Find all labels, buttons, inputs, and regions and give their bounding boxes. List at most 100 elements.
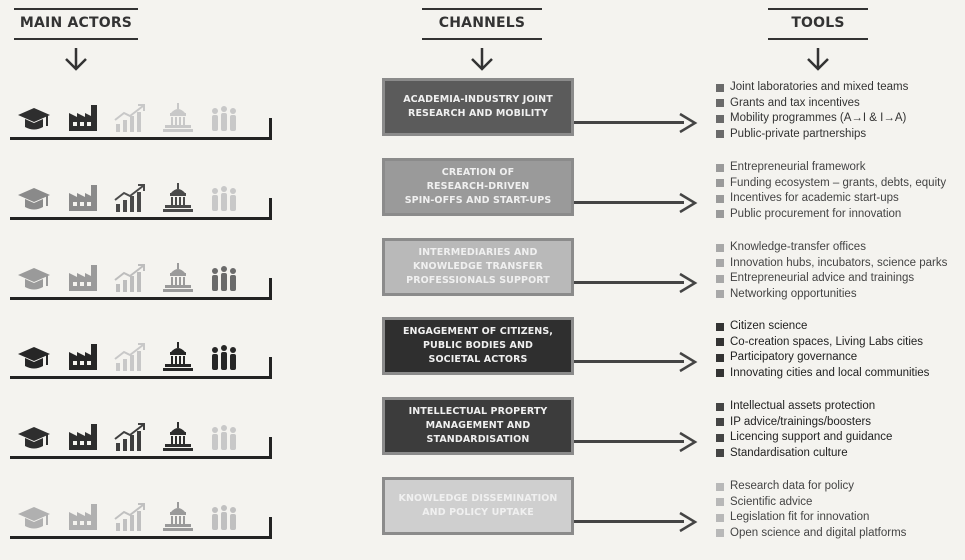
arrow-down-icon (471, 48, 493, 71)
bullet-square-icon (716, 402, 724, 411)
tool-item: Incentives for academic start-ups (716, 191, 965, 207)
actors-baseline (10, 137, 272, 140)
actors-baseline (10, 376, 272, 379)
tool-item: Research data for policy (716, 479, 965, 495)
tool-item: Open science and digital platforms (716, 526, 965, 542)
tool-item: Citizen science (716, 319, 965, 335)
citizens-icon (206, 501, 242, 533)
factory-icon (66, 102, 102, 134)
tool-label: Licencing support and guidance (730, 431, 893, 443)
channels-title: CHANNELS (438, 15, 526, 31)
graduation-cap-icon (16, 102, 52, 134)
bullet-square-icon (716, 449, 724, 458)
actors-baseline (10, 456, 272, 459)
tool-item: Entrepreneurial advice and trainings (716, 271, 965, 287)
tool-label: Knowledge-transfer offices (730, 241, 866, 253)
actors-group (10, 419, 272, 459)
government-building-icon (160, 341, 196, 373)
bullet-square-icon (716, 290, 724, 299)
tool-label: Entrepreneurial framework (730, 161, 866, 173)
bullet-square-icon (716, 163, 724, 172)
arrow-down-icon (807, 48, 829, 71)
tool-item: Knowledge-transfer offices (716, 240, 965, 256)
tool-label: Public-private partnerships (730, 127, 867, 140)
channel-row: INTERMEDIARIES AND KNOWLEDGE TRANSFER PR… (0, 232, 965, 310)
citizens-icon (206, 421, 242, 453)
tool-label: Incentives for academic start-ups (730, 192, 899, 204)
connector-stub (269, 118, 272, 140)
bullet-square-icon (716, 130, 724, 139)
growth-chart-icon (112, 182, 148, 214)
bullet-square-icon (716, 353, 724, 362)
connector-stub (269, 437, 272, 459)
tool-item: Innovating cities and local communities (716, 366, 965, 382)
actors-baseline (10, 536, 272, 539)
government-building-icon (160, 102, 196, 134)
tool-item: Mobility programmes (A→I & I→A) (716, 111, 965, 127)
tool-label: Innovation hubs, incubators, science par… (730, 256, 948, 269)
citizens-icon (206, 262, 242, 294)
tool-label: Citizen science (730, 320, 808, 332)
graduation-cap-icon (16, 341, 52, 373)
tool-label: Grants and tax incentives (730, 96, 860, 109)
tool-label: Entrepreneurial advice and trainings (730, 272, 915, 284)
bullet-square-icon (716, 482, 724, 491)
connector-stub (269, 517, 272, 539)
factory-icon (66, 501, 102, 533)
arrow-right-icon (676, 351, 698, 373)
arrow-right-icon (676, 431, 698, 453)
channel-row: CREATION OF RESEARCH-DRIVEN SPIN-OFFS AN… (0, 152, 965, 230)
tool-item: Funding ecosystem – grants, debts, equit… (716, 176, 965, 192)
government-building-icon (160, 262, 196, 294)
bullet-square-icon (716, 259, 724, 268)
actors-group (10, 100, 272, 140)
channel-box: ENGAGEMENT OF CITIZENS, PUBLIC BODIES AN… (382, 317, 574, 375)
main-actors-title: MAIN ACTORS (19, 15, 133, 31)
tool-label: Co-creation spaces, Living Labs cities (730, 335, 924, 348)
bullet-square-icon (716, 369, 724, 378)
tool-label: Open science and digital platforms (730, 526, 907, 539)
tools-title: TOOLS (791, 15, 845, 31)
tool-label: Participatory governance (730, 351, 858, 363)
arrow-right-icon (676, 511, 698, 533)
bullet-square-icon (716, 529, 724, 538)
tool-item: Participatory governance (716, 350, 965, 366)
arrow-line (574, 281, 684, 284)
tool-label: Networking opportunities (730, 287, 857, 300)
channel-row: KNOWLEDGE DISSEMINATION AND POLICY UPTAK… (0, 471, 965, 549)
channel-row: ACADEMIA-INDUSTRY JOINT RESEARCH AND MOB… (0, 72, 965, 150)
growth-chart-icon (112, 421, 148, 453)
tool-label: Public procurement for innovation (730, 207, 902, 220)
actors-group (10, 499, 272, 539)
citizens-icon (206, 102, 242, 134)
government-building-icon (160, 501, 196, 533)
bullet-square-icon (716, 83, 724, 92)
tool-item: Networking opportunities (716, 287, 965, 303)
tool-label: Standardisation culture (730, 446, 848, 459)
citizens-icon (206, 182, 242, 214)
arrow-line (574, 440, 684, 443)
tool-item: Legislation fit for innovation (716, 510, 965, 526)
channel-box: ACADEMIA-INDUSTRY JOINT RESEARCH AND MOB… (382, 78, 574, 136)
tool-item: Scientific advice (716, 495, 965, 511)
graduation-cap-icon (16, 421, 52, 453)
actors-group (10, 180, 272, 220)
graduation-cap-icon (16, 501, 52, 533)
graduation-cap-icon (16, 262, 52, 294)
bullet-square-icon (716, 210, 724, 219)
connector-stub (269, 198, 272, 220)
tool-item: Public-private partnerships (716, 127, 965, 143)
tool-item: Co-creation spaces, Living Labs cities (716, 335, 965, 351)
factory-icon (66, 262, 102, 294)
channel-box: KNOWLEDGE DISSEMINATION AND POLICY UPTAK… (382, 477, 574, 535)
tool-item: Licencing support and guidance (716, 430, 965, 446)
actors-group (10, 260, 272, 300)
tool-item: Joint laboratories and mixed teams (716, 80, 965, 96)
bullet-square-icon (716, 498, 724, 507)
bullet-square-icon (716, 99, 724, 108)
bullet-square-icon (716, 433, 724, 442)
tool-item: IP advice/trainings/boosters (716, 415, 965, 431)
growth-chart-icon (112, 262, 148, 294)
